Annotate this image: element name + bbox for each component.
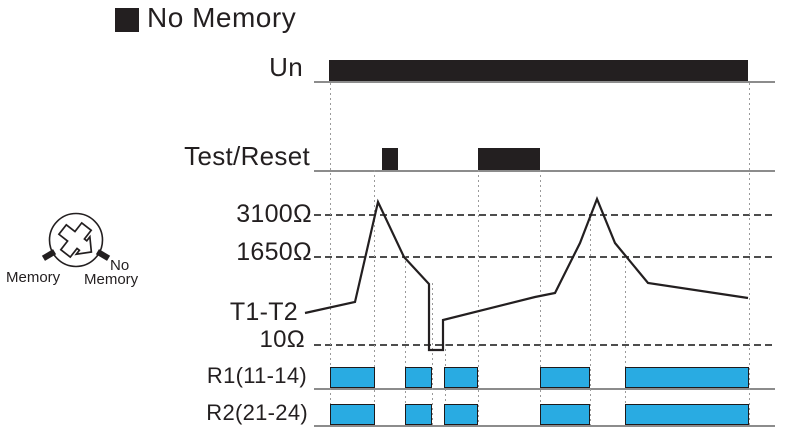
r2-contact-bar xyxy=(444,404,478,425)
r2-contact-bar xyxy=(540,404,590,425)
threshold-label-1650ohm: 1650Ω xyxy=(236,238,312,266)
guide-line xyxy=(590,214,591,425)
diagram-title: No Memory xyxy=(147,2,297,33)
threshold-label-3100ohm: 3100Ω xyxy=(236,200,312,228)
dashed-level-r-low-10 xyxy=(314,344,775,346)
r1-contact-bar xyxy=(625,367,749,388)
guide-line xyxy=(478,170,479,425)
guide-line xyxy=(749,83,750,425)
baseline-r2 xyxy=(314,425,775,427)
guide-line xyxy=(432,283,433,425)
selector-label-no-memory: Memory xyxy=(84,271,139,288)
r2-contact-bar xyxy=(405,404,432,425)
threshold-label-10ohm: 10Ω xyxy=(259,326,305,353)
test-reset-pulse xyxy=(382,148,398,170)
baseline-r1 xyxy=(314,388,775,390)
signal-label-r2: R2(21-24) xyxy=(206,400,308,425)
r1-contact-bar xyxy=(444,367,478,388)
baseline-test xyxy=(314,170,775,172)
signal-label-test-reset: Test/Reset xyxy=(184,141,310,171)
signal-label-t1-t2: T1-T2 xyxy=(229,298,298,326)
baseline-un xyxy=(314,81,775,83)
guide-line xyxy=(405,256,406,425)
test-reset-pulse xyxy=(478,148,540,170)
un-supply-bar xyxy=(329,60,748,81)
signal-label-un: Un xyxy=(269,52,303,82)
r1-contact-bar xyxy=(540,367,590,388)
r1-contact-bar xyxy=(405,367,432,388)
guide-line xyxy=(625,256,626,425)
dashed-level-r-high-3100 xyxy=(314,214,775,216)
r1-contact-bar xyxy=(330,367,375,388)
selector-label-memory: Memory xyxy=(6,269,61,286)
selector-label-no: No xyxy=(110,257,130,274)
memory-selector-knob-icon xyxy=(41,212,111,268)
legend-square-icon xyxy=(115,8,139,32)
dashed-level-r-mid-1650 xyxy=(314,256,775,258)
r2-contact-bar xyxy=(330,404,375,425)
signal-label-r1: R1(11-14) xyxy=(206,363,307,388)
r2-contact-bar xyxy=(625,404,749,425)
